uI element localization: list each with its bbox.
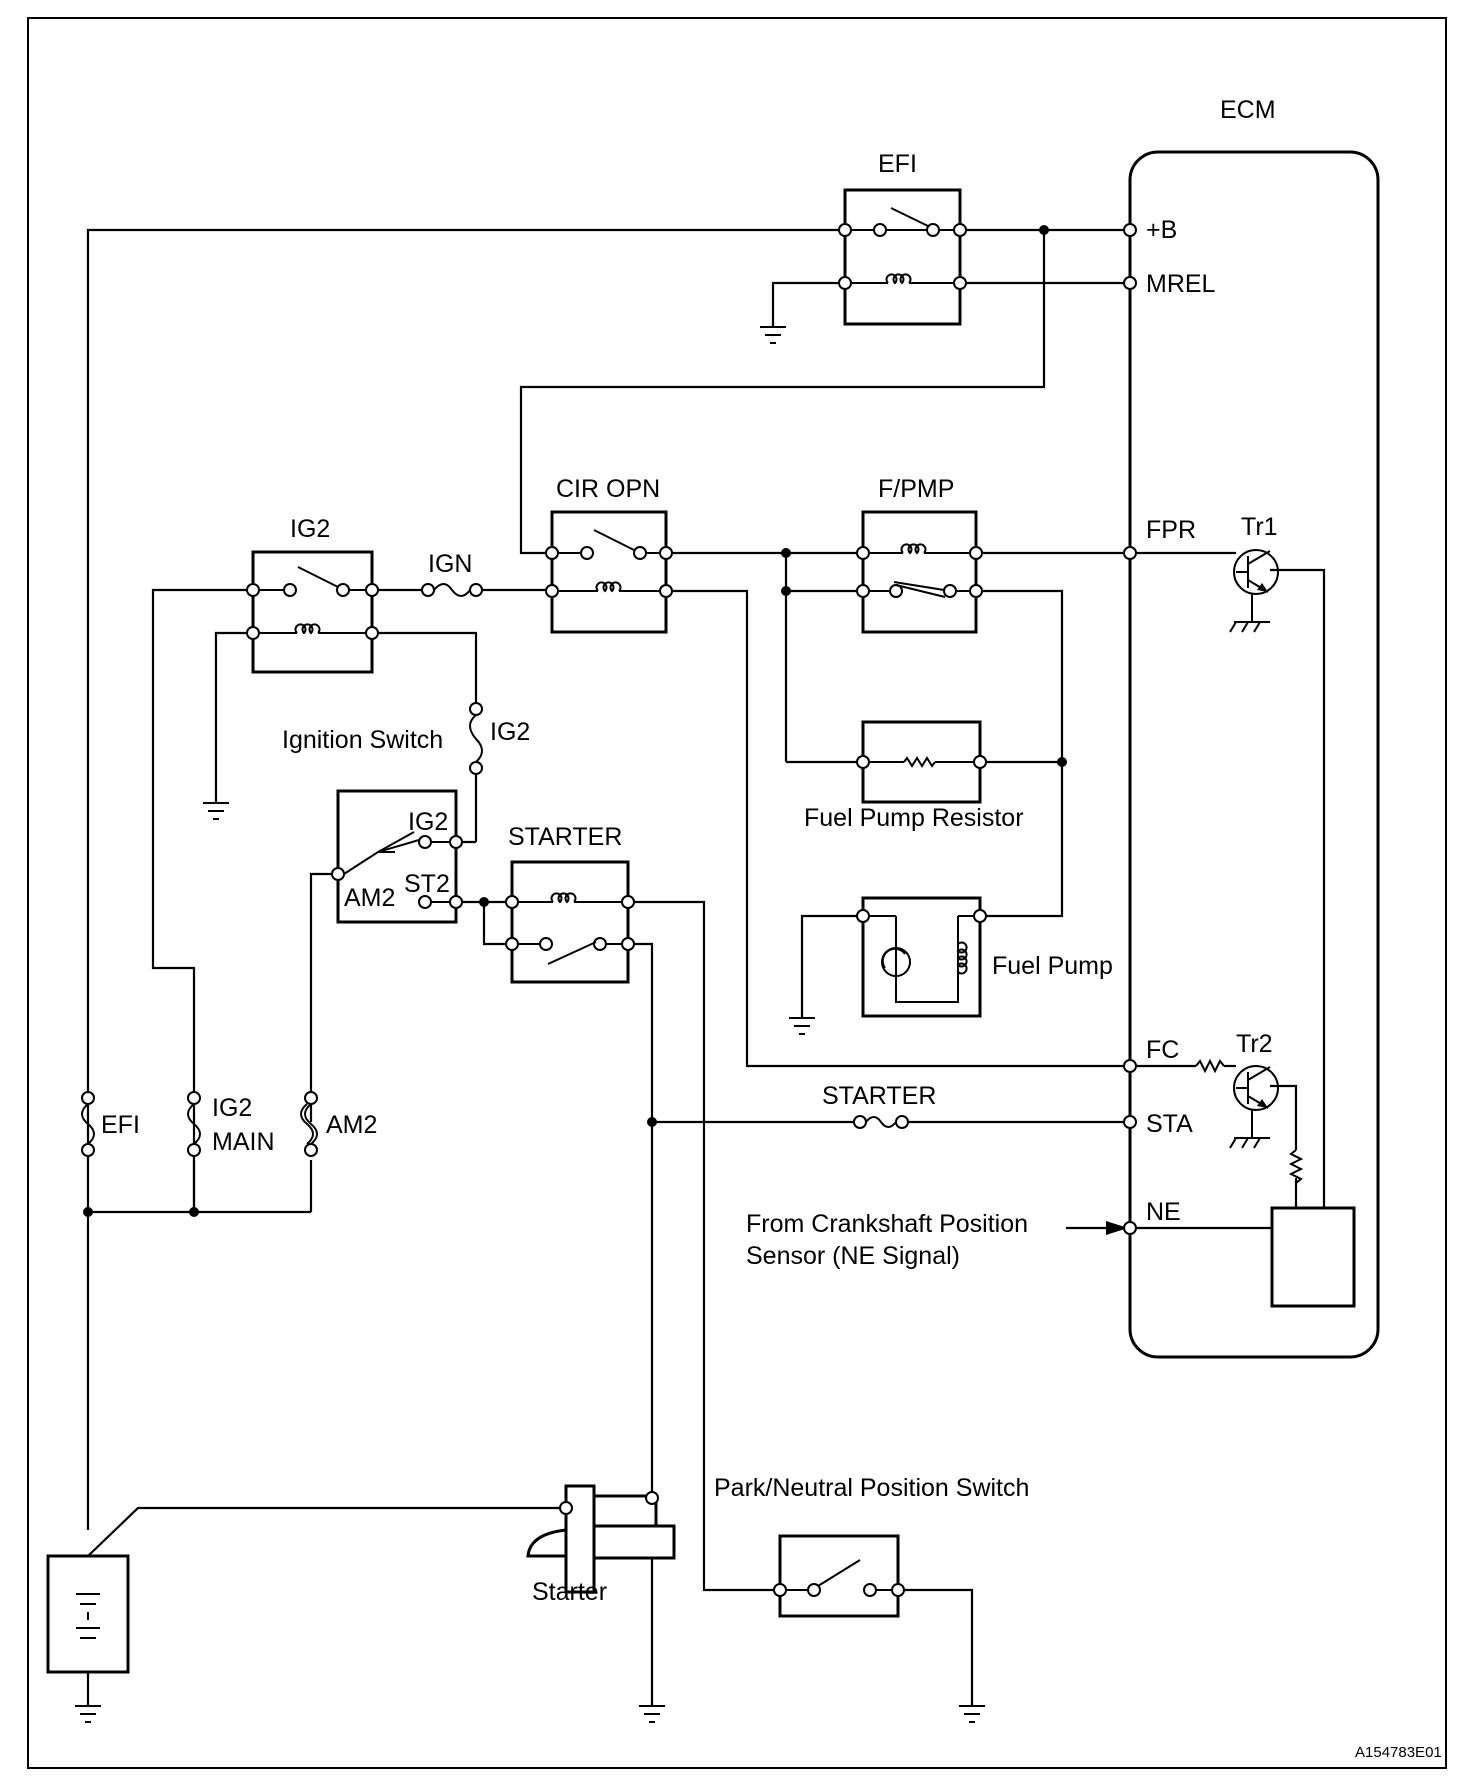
ground-icon: [760, 326, 786, 344]
ecm-pin-ne-label: NE: [1146, 1198, 1181, 1226]
fuse-starter: STARTER: [822, 1082, 936, 1129]
fuel-pump: Fuel Pump: [856, 896, 1113, 1018]
fuse-efi-label: EFI: [101, 1111, 140, 1139]
relay-starter: STARTER: [505, 823, 635, 984]
relay-coil-icon: [294, 623, 321, 635]
tr2-label: Tr2: [1236, 1030, 1273, 1058]
diagram-frame: [27, 17, 1447, 1769]
ecm-pin-fc-label: FC: [1146, 1036, 1179, 1064]
ecm-pin-b-label: +B: [1146, 216, 1177, 244]
ecm-title: ECM: [1220, 96, 1276, 124]
relay-starter-label: STARTER: [508, 823, 622, 851]
fuse-icon: [469, 714, 483, 763]
ground-icon: [639, 1705, 665, 1723]
ignition-switch: IG2 AM2 ST2: [331, 789, 463, 924]
transistor-tr1: Tr1: [1229, 513, 1279, 633]
ignition-switch-st2-terminal-label: ST2: [404, 870, 450, 898]
ne-source-label-line1: From Crankshaft Position: [746, 1210, 1028, 1238]
relay-fpmp-label: F/PMP: [878, 475, 954, 503]
ecm-housing: [1128, 150, 1380, 1359]
ignition-switch-ig2-terminal-label: IG2: [408, 808, 448, 836]
pnp-switch-label: Park/Neutral Position Switch: [714, 1474, 1029, 1502]
relay-efi: EFI: [838, 150, 967, 326]
fuse-ig2-label: IG2: [490, 718, 530, 746]
relay-coil-icon: [595, 581, 622, 593]
relay-ig2: IG2: [246, 515, 379, 674]
ecm-pin-sta-label: STA: [1146, 1110, 1193, 1138]
battery: [46, 1554, 130, 1674]
relay-coil-icon: [885, 273, 912, 285]
ecm-processing-block: [1270, 1206, 1356, 1308]
ne-source-label-line2: Sensor (NE Signal): [746, 1242, 960, 1270]
fuse-icon: [865, 1116, 897, 1128]
ignition-switch-am2-terminal-label: AM2: [344, 884, 395, 912]
fuse-icon: [304, 1103, 318, 1145]
tr2-base-resistor-icon: [1195, 1058, 1225, 1074]
ground-icon: [1229, 621, 1270, 633]
fuse-starter-label: STARTER: [822, 1082, 936, 1110]
fuse-ign: IGN: [421, 550, 483, 597]
relay-coil-icon: [550, 892, 577, 904]
wiring: [86, 228, 1326, 1706]
ecm-pin-terminals: [1123, 223, 1137, 1235]
fuse-am2-label: AM2: [326, 1111, 377, 1139]
relay-fpmp: F/PMP: [856, 475, 983, 634]
ne-signal-arrow-icon: [1106, 1221, 1128, 1235]
tr2-emitter-resistor-icon: [1288, 1149, 1304, 1184]
fuse-ignition-ig2: IG2: [469, 702, 530, 775]
starter-pinion-icon: [526, 1528, 568, 1558]
fuse-icon: [433, 583, 471, 597]
fuse-am2: AM2: [300, 1091, 377, 1157]
relay-cir-opn-label: CIR OPN: [556, 475, 660, 503]
wire-junctions: [83, 225, 1067, 1217]
ecm-pin-mrel-label: MREL: [1146, 270, 1216, 298]
tr1-label: Tr1: [1241, 513, 1278, 541]
relay-efi-label: EFI: [878, 150, 917, 178]
ground-icon: [1229, 1137, 1270, 1149]
ground-icon: [75, 1705, 101, 1723]
ground-icon: [203, 802, 229, 820]
resistor-icon: [903, 756, 936, 768]
fuse-ig2-main: IG2 MAIN: [187, 1091, 275, 1157]
ignition-switch-label: Ignition Switch: [282, 726, 443, 754]
fuse-icon: [187, 1103, 201, 1145]
fuel-pump-label: Fuel Pump: [992, 952, 1113, 980]
ground-icon: [959, 1705, 985, 1723]
ground-icon: [789, 1017, 815, 1035]
fuse-ig2-main-label-line2: MAIN: [212, 1128, 275, 1156]
fuse-ig2-main-label-line1: IG2: [212, 1094, 252, 1122]
figure-id: A154783E01: [1355, 1744, 1442, 1761]
relay-coil-icon: [900, 543, 927, 555]
fuel-pump-resistor-label: Fuel Pump Resistor: [804, 804, 1024, 832]
ecm-pin-fpr-label: FPR: [1146, 516, 1196, 544]
pump-winding-icon: [956, 941, 968, 975]
fuel-pump-resistor: Fuel Pump Resistor: [804, 720, 1024, 832]
relay-ig2-label: IG2: [290, 515, 330, 543]
fuse-icon: [81, 1103, 95, 1145]
transistor-tr2: Tr2: [1229, 1030, 1279, 1149]
starter-motor-label: Starter: [532, 1578, 607, 1606]
starter-motor: Starter: [526, 1484, 676, 1606]
ecm: ECM +B MREL FPR FC STA NE Tr1 Tr2: [1128, 96, 1380, 1359]
park-neutral-position-switch: Park/Neutral Position Switch: [714, 1474, 1029, 1618]
fuse-efi: EFI: [81, 1091, 140, 1157]
relay-cir-opn: CIR OPN: [545, 475, 673, 634]
fuse-ign-label: IGN: [428, 550, 472, 578]
